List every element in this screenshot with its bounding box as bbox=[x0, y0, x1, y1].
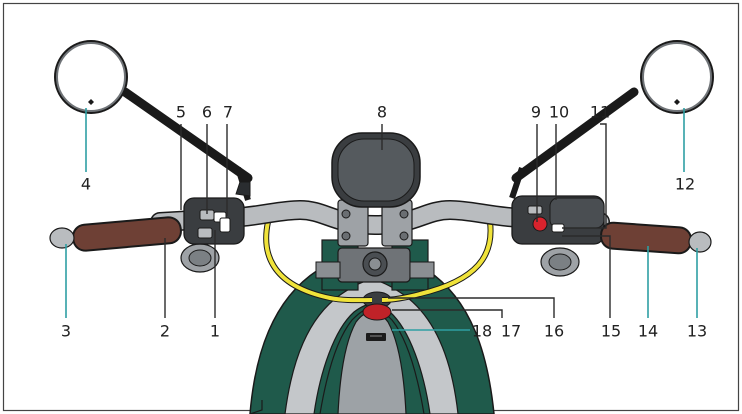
leader-17 bbox=[392, 309, 503, 318]
callout-4: 4 bbox=[81, 175, 91, 194]
callout-11: 11 bbox=[590, 103, 610, 122]
leader-lines bbox=[65, 108, 698, 331]
yellow-cables bbox=[263, 221, 494, 304]
callout-13: 13 bbox=[687, 322, 707, 341]
callout-17: 17 bbox=[501, 322, 521, 341]
leader-15 bbox=[562, 235, 611, 318]
leader-11 bbox=[562, 123, 607, 229]
callout-10: 10 bbox=[549, 103, 569, 122]
left-lever bbox=[180, 181, 251, 273]
instrument-cluster bbox=[331, 132, 421, 208]
right-mirror bbox=[509, 40, 714, 199]
callout-7: 7 bbox=[223, 103, 233, 122]
callout-6: 6 bbox=[202, 103, 212, 122]
handlebar bbox=[150, 199, 610, 236]
right-switch-housing bbox=[511, 195, 605, 245]
callout-14: 14 bbox=[638, 322, 658, 341]
steering-stem bbox=[315, 239, 435, 321]
right-lever bbox=[540, 247, 580, 277]
callout-numbers: 1 2 3 4 5 6 7 8 9 10 11 12 13 14 15 16 1… bbox=[61, 103, 707, 341]
left-switch-housing bbox=[183, 197, 245, 245]
callout-16: 16 bbox=[544, 322, 564, 341]
callout-12: 12 bbox=[675, 175, 695, 194]
right-grip bbox=[600, 221, 712, 255]
callout-1: 1 bbox=[210, 322, 220, 341]
callout-9: 9 bbox=[531, 103, 541, 122]
handlebar-clamps bbox=[337, 199, 413, 247]
callout-3: 3 bbox=[61, 322, 71, 341]
leader-16 bbox=[388, 297, 555, 318]
callout-2: 2 bbox=[160, 322, 170, 341]
callout-18: 18 bbox=[472, 322, 492, 341]
callout-5: 5 bbox=[176, 103, 186, 122]
left-grip bbox=[49, 216, 182, 252]
callout-8: 8 bbox=[377, 103, 387, 122]
callout-15: 15 bbox=[601, 322, 621, 341]
